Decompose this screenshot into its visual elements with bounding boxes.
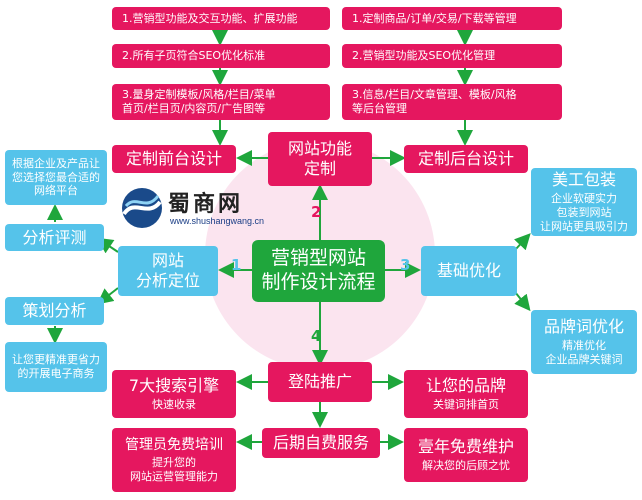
brand-rank-box: 让您的品牌 关键词排首页 [404,370,528,418]
left-note-bottom: 让您更精准更省力 的开展电子商务 [5,342,107,392]
site-position-line2: 分析定位 [135,271,200,290]
left-note-bottom-line1: 让您更精准更省力 [12,353,100,367]
left-note-bottom-line2: 的开展电子商务 [17,367,95,380]
admin-training-title: 管理员免费培训 [125,436,223,453]
art-packaging-line1: 企业软硬实力 [551,192,617,206]
back-item-1-text: 1.定制商品/订单/交易/下载等管理 [352,11,517,25]
back-item-3-text: 3.信息/栏目/文章管理、模板/风格 [352,88,517,102]
site-position-box: 网站 分析定位 [118,246,218,296]
left-note-top-line3: 网络平台 [34,184,78,198]
brand-optimization-line2: 企业品牌关键词 [545,353,623,366]
art-packaging-box: 美工包装 企业软硬实力 包装到网站 让网站更具吸引力 [531,168,637,236]
center-line1: 营销型网站 [270,247,366,270]
back-item-3-text-cont: 等后台管理 [352,102,407,115]
front-item-3-text: 3.量身定制模板/风格/栏目/菜单 [122,88,276,102]
admin-training-box: 管理员免费培训 提升您的 网站运营管理能力 [112,428,236,492]
step-number-1: 1 [231,256,242,274]
logo: 蜀商网 www.shushangwang.cn [118,184,278,236]
front-item-3: 3.量身定制模板/风格/栏目/菜单 首页/栏目页/内容页/广告图等 [112,84,330,120]
art-packaging-title: 美工包装 [551,170,616,190]
step-number-4: 4 [311,327,322,345]
step-number-3: 3 [400,256,411,274]
launch-promotion-box: 登陆推广 [268,362,372,402]
admin-training-line1: 提升您的 [152,456,196,469]
site-function-line1: 网站功能 [287,139,352,158]
logo-title: 蜀商网 [168,191,244,217]
back-item-3: 3.信息/栏目/文章管理、模板/风格 等后台管理 [342,84,562,120]
basic-optimization-box: 基础优化 [421,246,517,296]
front-item-3-text-cont: 首页/栏目页/内容页/广告图等 [122,102,266,115]
center-line2: 制作设计流程 [261,271,376,293]
art-packaging-line2: 包装到网站 [556,206,612,220]
site-position-line1: 网站 [151,251,184,270]
brand-rank-sub: 关键词排首页 [433,398,499,412]
brand-optimization-title: 品牌词优化 [543,317,624,337]
left-note-top: 根据企业及产品让 您选择您最合适的 网络平台 [5,150,107,205]
arrow-basic-art [513,233,531,251]
left-note-top-line1: 根据企业及产品让 [12,156,100,170]
brand-rank-title: 让您的品牌 [425,376,506,396]
free-maintenance-title: 壹年免费维护 [417,437,514,457]
site-function-line2: 定制 [303,159,336,178]
left-note-top-line2: 您选择您最合适的 [12,170,100,184]
paid-service-box: 后期自费服务 [262,428,380,458]
search-engine-title: 7大搜索引擎 [128,376,220,396]
admin-training-line2: 网站运营管理能力 [130,469,218,483]
search-engine-sub: 快速收录 [152,398,196,412]
center-process-box: 营销型网站 制作设计流程 [252,240,385,302]
front-item-1: 1.营销型功能及交互功能、扩展功能 [112,7,330,30]
brand-optimization-line1: 精准优化 [562,339,606,353]
globe-swoosh-logo-icon [122,188,162,228]
arrow-basic-brand [514,291,531,312]
front-design-box: 定制前台设计 [112,145,236,173]
back-item-1: 1.定制商品/订单/交易/下载等管理 [342,7,562,30]
free-maintenance-box: 壹年免费维护 解决您的后顾之忧 [404,428,528,482]
back-item-2-text: 2.营销型功能及SEO优化管理 [352,49,496,63]
brand-optimization-box: 品牌词优化 精准优化 企业品牌关键词 [531,310,637,374]
front-item-2-text: 2.所有子页符合SEO优化标准 [122,49,266,63]
site-function-box: 网站功能 定制 [268,132,372,186]
plan-analysis-box: 策划分析 [5,297,104,325]
logo-url: www.shushangwang.cn [170,216,265,226]
analysis-eval-box: 分析评测 [5,224,104,251]
step-number-2: 2 [311,203,322,221]
free-maintenance-sub: 解决您的后顾之忧 [422,459,510,473]
search-engine-box: 7大搜索引擎 快速收录 [112,370,236,418]
back-item-2: 2.营销型功能及SEO优化管理 [342,44,562,68]
front-item-2: 2.所有子页符合SEO优化标准 [112,44,330,68]
art-packaging-line3: 让网站更具吸引力 [540,219,628,233]
front-item-1-text: 1.营销型功能及交互功能、扩展功能 [122,11,298,25]
back-design-box: 定制后台设计 [404,145,528,173]
